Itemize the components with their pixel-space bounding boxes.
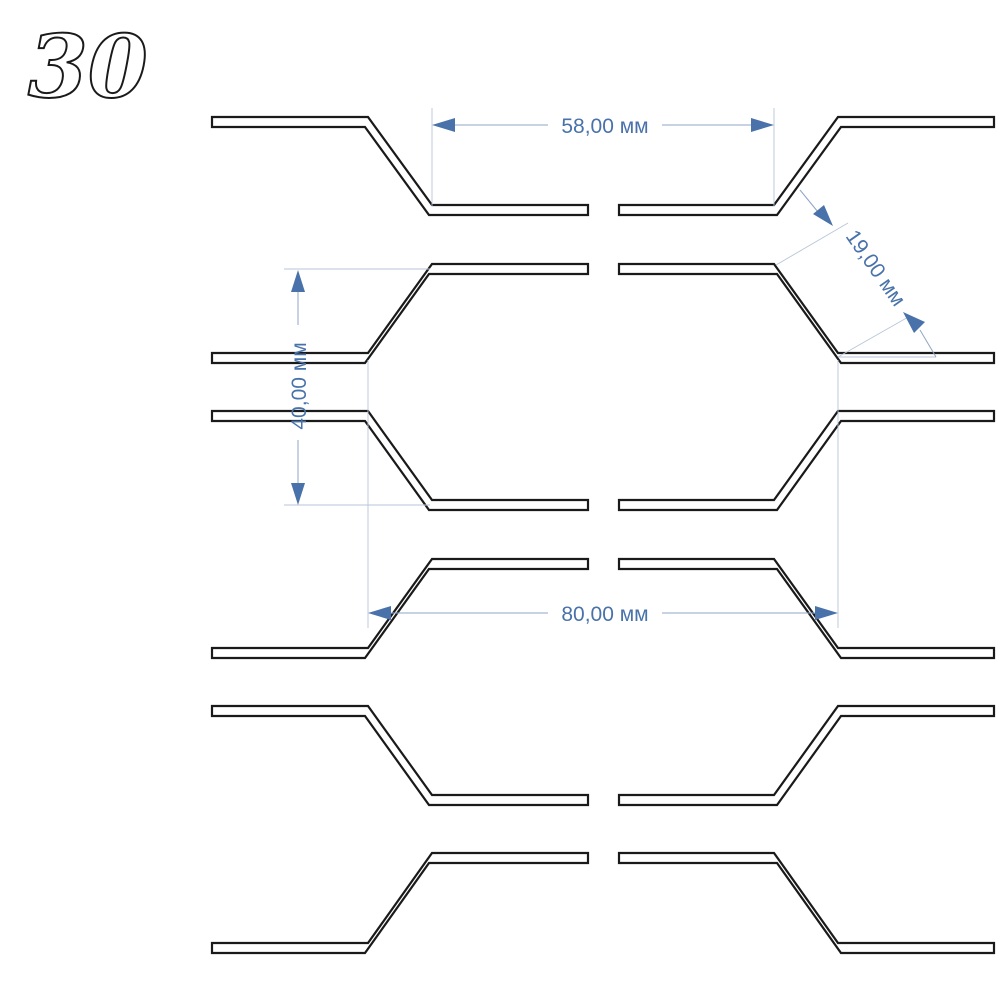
arrow-right xyxy=(751,118,774,132)
badge-number: 30 xyxy=(28,17,148,118)
strip-left-row-5 xyxy=(210,704,590,807)
strip-right-row-2 xyxy=(617,262,996,365)
ext-line-diag-a xyxy=(775,222,849,266)
dimension-label-pitch: 40,00 мм xyxy=(288,342,311,429)
dimension-top-width: 58,00 мм xyxy=(431,108,775,206)
strip-left-row-4 xyxy=(210,557,590,660)
strip-right-row-4 xyxy=(617,557,996,660)
strip-right-row-3 xyxy=(617,409,996,512)
arrow-bottom-left xyxy=(368,606,391,620)
dimension-line-diag-a xyxy=(799,189,819,213)
strip-left-row-3 xyxy=(210,409,590,512)
strip-right-row-1 xyxy=(617,115,996,217)
ext-line-diag-c xyxy=(837,315,911,358)
arrow-bottom-right xyxy=(815,606,838,620)
dimension-diagonal: 19,00 мм xyxy=(775,189,937,358)
dimension-label-top-width: 58,00 мм xyxy=(561,115,648,138)
strip-right-row-5 xyxy=(617,704,996,807)
strip-left-row-1 xyxy=(210,115,590,217)
arrow-left xyxy=(432,118,455,132)
arrow-pitch-bottom xyxy=(291,483,305,505)
arrow-diag-b xyxy=(903,312,925,333)
strip-outlines xyxy=(210,115,996,955)
strip-right-row-6 xyxy=(617,851,996,955)
dimension-line-diag-b xyxy=(919,329,937,358)
strip-left-row-2 xyxy=(210,262,590,365)
strip-left-row-6 xyxy=(210,851,590,955)
arrow-diag-a xyxy=(813,205,833,226)
dimension-label-diagonal: 19,00 мм xyxy=(841,226,910,311)
arrow-pitch-top xyxy=(291,270,305,292)
dimension-pitch: 40,00 мм xyxy=(284,268,430,506)
dimension-label-bottom-width: 80,00 мм xyxy=(561,603,648,626)
dimension-bottom-width: 80,00 мм xyxy=(367,360,839,628)
